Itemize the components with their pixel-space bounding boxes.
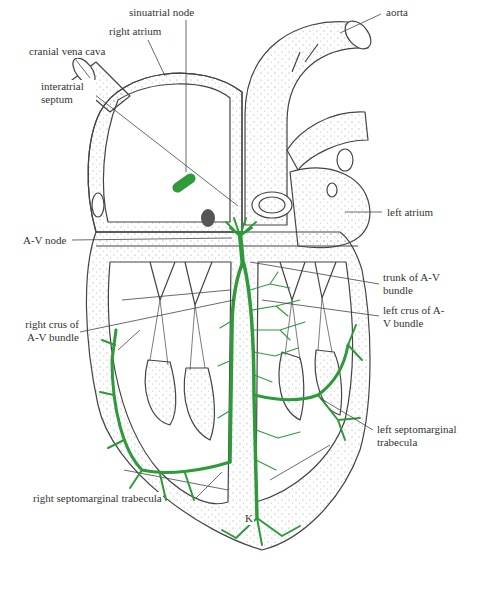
leader-lines: [72, 14, 382, 498]
part-label: cranial vena cava: [28, 45, 106, 58]
part-label: interatrial septum: [40, 80, 96, 106]
part-label: sinuatrial node: [128, 6, 195, 19]
part-label: aorta: [385, 6, 409, 19]
part-label: left atrium: [386, 206, 434, 219]
part-label: right crus of A-V bundle: [12, 318, 80, 344]
part-label: right septomarginal trabecula: [32, 492, 163, 505]
part-label: A-V node: [22, 234, 67, 247]
part-label: left septomarginal trabecula: [376, 423, 478, 449]
part-label: left crus of A-V bundle: [382, 304, 446, 330]
part-label: right atrium: [108, 25, 162, 38]
part-label: K: [244, 512, 254, 525]
part-label: trunk of A-V bundle: [382, 271, 446, 297]
